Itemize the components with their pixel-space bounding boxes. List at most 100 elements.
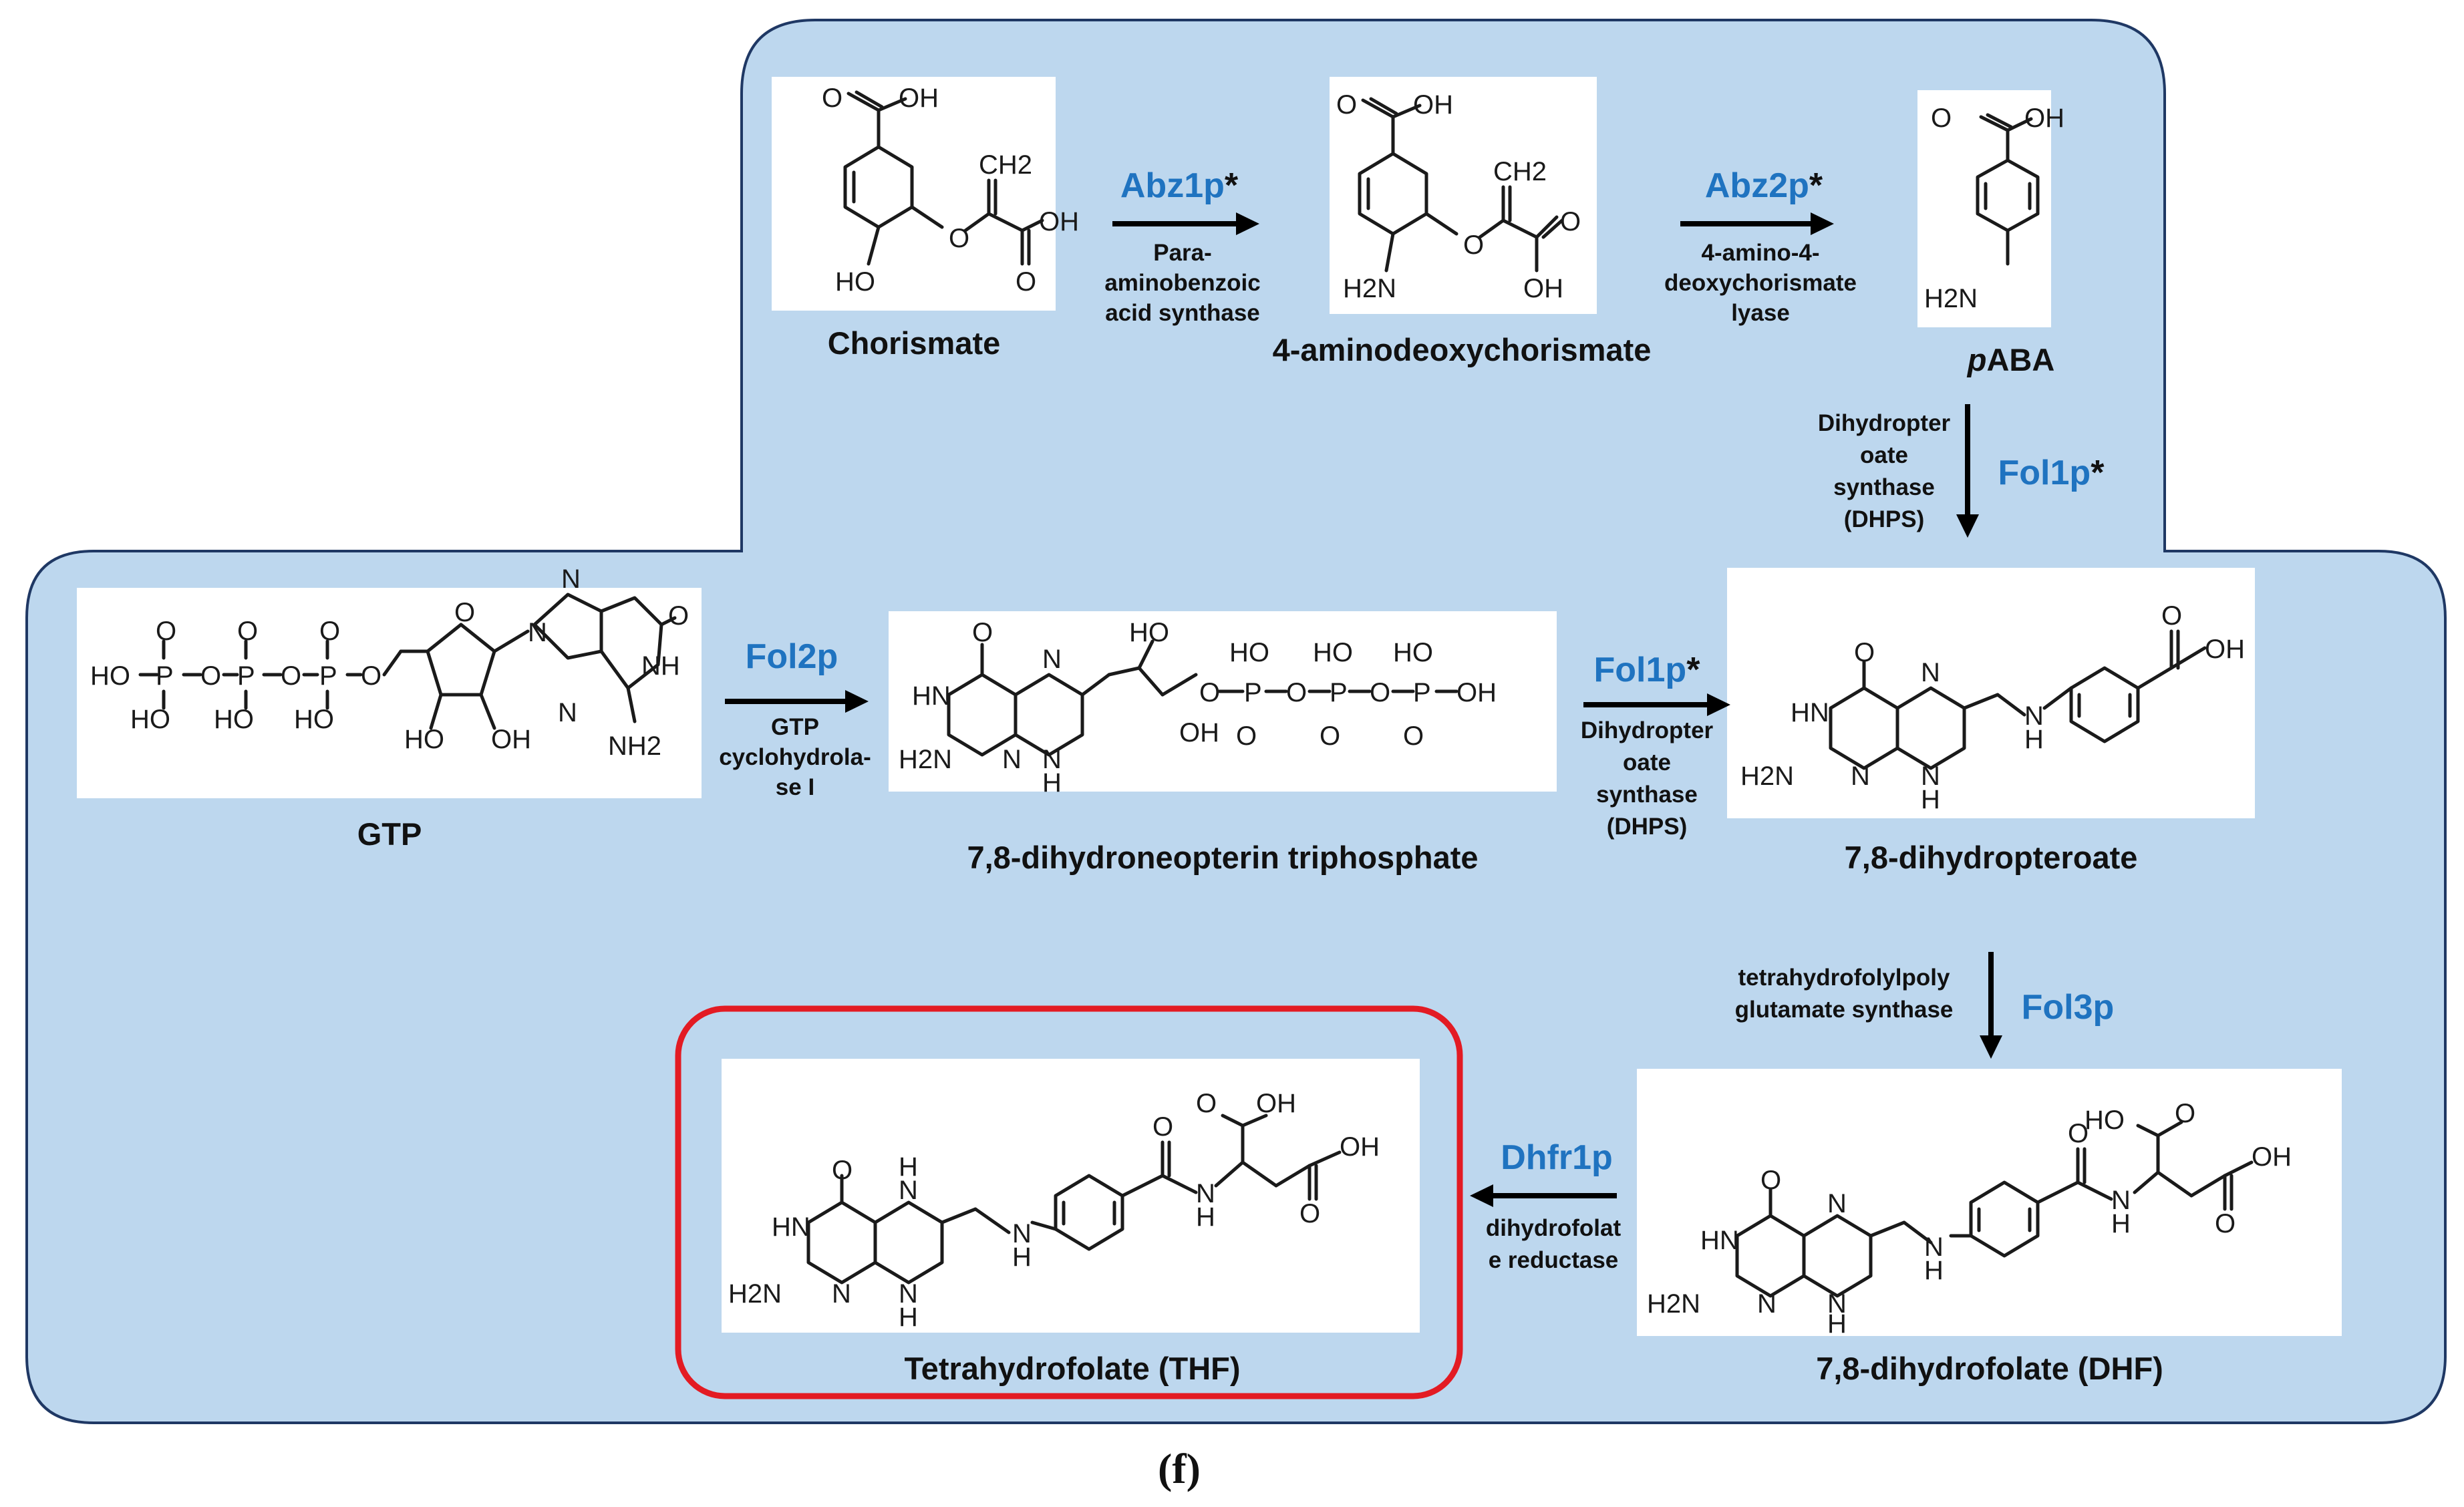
svg-text:H: H bbox=[899, 1303, 918, 1332]
svg-text:se I: se I bbox=[776, 774, 814, 800]
svg-text:H: H bbox=[1012, 1242, 1032, 1272]
svg-text:H: H bbox=[1924, 1256, 1944, 1285]
compound-name-dhf: 7,8-dihydrofolate (DHF) bbox=[1816, 1351, 2163, 1386]
svg-text:H: H bbox=[2111, 1209, 2131, 1238]
svg-text:oate: oate bbox=[1623, 749, 1671, 776]
panel-label: (f) bbox=[1158, 1445, 1201, 1492]
svg-text:N: N bbox=[899, 1176, 918, 1205]
svg-text:O: O bbox=[1286, 678, 1307, 707]
svg-text:N: N bbox=[1921, 658, 1940, 687]
gtp-structure: HO P O O P O O P O O HO HO HO O HO OH N … bbox=[90, 564, 689, 761]
dihydroneopterin-structure: O HN N H2N N N H HO OH O P O P O P OH HO… bbox=[899, 618, 1497, 798]
svg-text:O: O bbox=[454, 598, 475, 627]
svg-text:OH: OH bbox=[1523, 274, 1563, 303]
svg-text:OH: OH bbox=[1039, 207, 1079, 236]
svg-text:NH: NH bbox=[641, 651, 680, 681]
svg-text:P: P bbox=[1413, 678, 1431, 707]
svg-text:P: P bbox=[237, 661, 255, 691]
svg-text:OH: OH bbox=[1340, 1132, 1380, 1162]
svg-text:O: O bbox=[1336, 90, 1357, 120]
compound-name-thf: Tetrahydrofolate (THF) bbox=[904, 1351, 1240, 1386]
svg-text:OH: OH bbox=[1413, 90, 1453, 120]
svg-text:N: N bbox=[832, 1279, 851, 1309]
svg-text:HO: HO bbox=[1393, 638, 1433, 667]
paba-rest: ABA bbox=[1986, 342, 2054, 377]
svg-text:lyase: lyase bbox=[1731, 300, 1790, 326]
svg-text:HO: HO bbox=[130, 705, 170, 734]
structure-box-dhf bbox=[1637, 1069, 2342, 1336]
svg-text:O: O bbox=[281, 661, 301, 691]
svg-text:N: N bbox=[1002, 745, 1022, 774]
svg-text:O: O bbox=[1152, 1112, 1173, 1142]
svg-text:N: N bbox=[1851, 762, 1870, 791]
svg-text:O: O bbox=[237, 617, 258, 646]
svg-text:HO: HO bbox=[214, 705, 254, 734]
compound-name-aminodeoxychorismate: 4-aminodeoxychorismate bbox=[1273, 332, 1652, 367]
enzyme-fol1-vertical: Fol1p* bbox=[1998, 454, 2105, 492]
svg-text:cyclohydrola-: cyclohydrola- bbox=[719, 744, 871, 770]
svg-text:GTP: GTP bbox=[771, 714, 819, 740]
svg-text:Dihydropter: Dihydropter bbox=[1818, 410, 1951, 436]
svg-text:O: O bbox=[2175, 1099, 2195, 1128]
svg-text:O: O bbox=[1403, 721, 1424, 751]
svg-text:O: O bbox=[2161, 601, 2182, 631]
arrowhead-abz1 bbox=[1236, 212, 1259, 235]
enzyme-fol3: Fol3p bbox=[2022, 988, 2115, 1027]
svg-text:H2N: H2N bbox=[1647, 1289, 1700, 1319]
svg-text:N: N bbox=[1757, 1289, 1777, 1319]
svg-text:O: O bbox=[1560, 207, 1581, 236]
compound-name-gtp: GTP bbox=[357, 816, 422, 852]
svg-text:aminobenzoic: aminobenzoic bbox=[1104, 270, 1260, 296]
svg-text:P: P bbox=[319, 661, 337, 691]
svg-text:O: O bbox=[668, 601, 689, 631]
svg-text:H: H bbox=[899, 1152, 918, 1182]
enzyme-abz2: Abz2p* bbox=[1705, 166, 1823, 205]
arrowhead-fol1-horizontal bbox=[1707, 693, 1730, 716]
svg-text:O: O bbox=[1196, 1089, 1217, 1118]
chorismate-structure: O OH O CH2 OH O HO bbox=[822, 83, 1079, 297]
paba-prefix: p bbox=[1966, 342, 1987, 377]
svg-text:H: H bbox=[1196, 1202, 1215, 1232]
step-fol1-horizontal: Fol1p* Dihydropter oate synthase (DHPS) bbox=[1581, 651, 1730, 840]
step-dhfr1: Dhfr1p dihydrofolat e reductase bbox=[1470, 1138, 1621, 1273]
svg-text:OH: OH bbox=[491, 725, 531, 754]
enzyme-fol1-horizontal: Fol1p* bbox=[1594, 651, 1701, 689]
enzyme-dhfr1: Dhfr1p bbox=[1501, 1138, 1613, 1177]
arrowhead-fol3 bbox=[1980, 1035, 2002, 1059]
compound-name-dihydroneopterin: 7,8-dihydroneopterin triphosphate bbox=[967, 840, 1478, 875]
svg-text:OH: OH bbox=[1179, 718, 1219, 747]
svg-text:N: N bbox=[1196, 1179, 1215, 1208]
svg-text:H: H bbox=[1827, 1309, 1847, 1339]
svg-text:dihydrofolat: dihydrofolat bbox=[1486, 1215, 1622, 1241]
svg-text:H2N: H2N bbox=[1343, 274, 1396, 303]
svg-text:HO: HO bbox=[404, 725, 444, 754]
svg-text:glutamate synthase: glutamate synthase bbox=[1735, 997, 1954, 1023]
svg-text:H2N: H2N bbox=[899, 745, 952, 774]
svg-text:H: H bbox=[1042, 768, 1062, 798]
aminodeoxychorismate-structure: O OH O CH2 O OH H2N bbox=[1336, 90, 1581, 303]
svg-text:HO: HO bbox=[90, 661, 130, 691]
svg-text:N: N bbox=[558, 698, 577, 727]
svg-text:HN: HN bbox=[1700, 1226, 1739, 1255]
svg-text:P: P bbox=[156, 661, 174, 691]
structure-box-dihydroneopterin bbox=[889, 611, 1557, 792]
svg-text:O: O bbox=[1320, 721, 1340, 751]
svg-text:O: O bbox=[2215, 1209, 2236, 1238]
structure-box-aminodeoxychorismate bbox=[1330, 77, 1597, 314]
svg-text:CH2: CH2 bbox=[1493, 157, 1547, 186]
svg-text:acid synthase: acid synthase bbox=[1105, 300, 1260, 326]
svg-text:H: H bbox=[1921, 785, 1940, 814]
svg-text:O: O bbox=[1854, 638, 1875, 667]
svg-text:O: O bbox=[1016, 267, 1036, 297]
svg-text:synthase: synthase bbox=[1833, 474, 1935, 500]
structure-box-thf bbox=[722, 1059, 1420, 1333]
dhf-structure: O HN H2N N N N H N H O N H HO O OH O bbox=[1647, 1099, 2292, 1339]
svg-text:tetrahydrofolylpoly: tetrahydrofolylpoly bbox=[1738, 965, 1951, 991]
svg-text:synthase: synthase bbox=[1596, 782, 1698, 808]
svg-text:NH2: NH2 bbox=[608, 731, 661, 761]
svg-text:N: N bbox=[1042, 745, 1062, 774]
svg-text:HO: HO bbox=[1229, 638, 1269, 667]
svg-text:HO: HO bbox=[294, 705, 334, 734]
svg-text:HO: HO bbox=[1313, 638, 1353, 667]
svg-text:N: N bbox=[899, 1279, 918, 1309]
